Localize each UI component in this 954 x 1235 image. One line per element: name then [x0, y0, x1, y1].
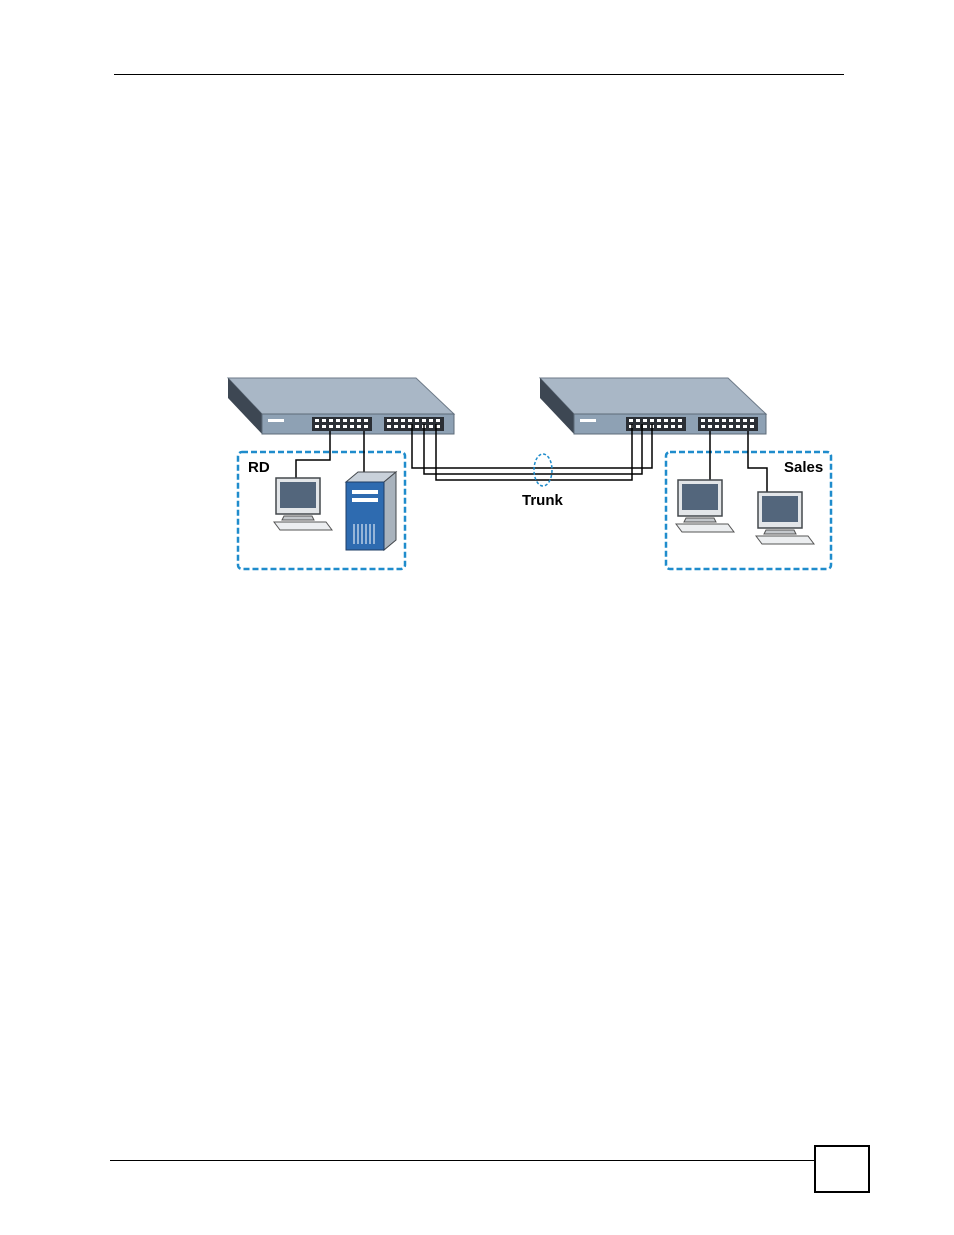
right-switch	[540, 378, 766, 434]
header-rule	[114, 74, 844, 75]
sales-label: Sales	[784, 459, 823, 476]
rd-computer	[274, 478, 332, 530]
rd-links	[296, 431, 364, 478]
sales-computer-1	[676, 480, 734, 532]
left-switch	[228, 378, 454, 434]
page-number-box	[814, 1145, 870, 1193]
vlan-trunk-diagram: RD Sales Trunk	[222, 374, 834, 574]
rd-label: RD	[248, 459, 270, 476]
trunk-ellipse	[534, 454, 552, 486]
trunk-label: Trunk	[522, 492, 563, 509]
sales-computer-2	[756, 492, 814, 544]
footer-rule	[110, 1160, 814, 1161]
diagram-svg: RD Sales Trunk	[222, 374, 834, 574]
server-icon	[346, 472, 396, 550]
